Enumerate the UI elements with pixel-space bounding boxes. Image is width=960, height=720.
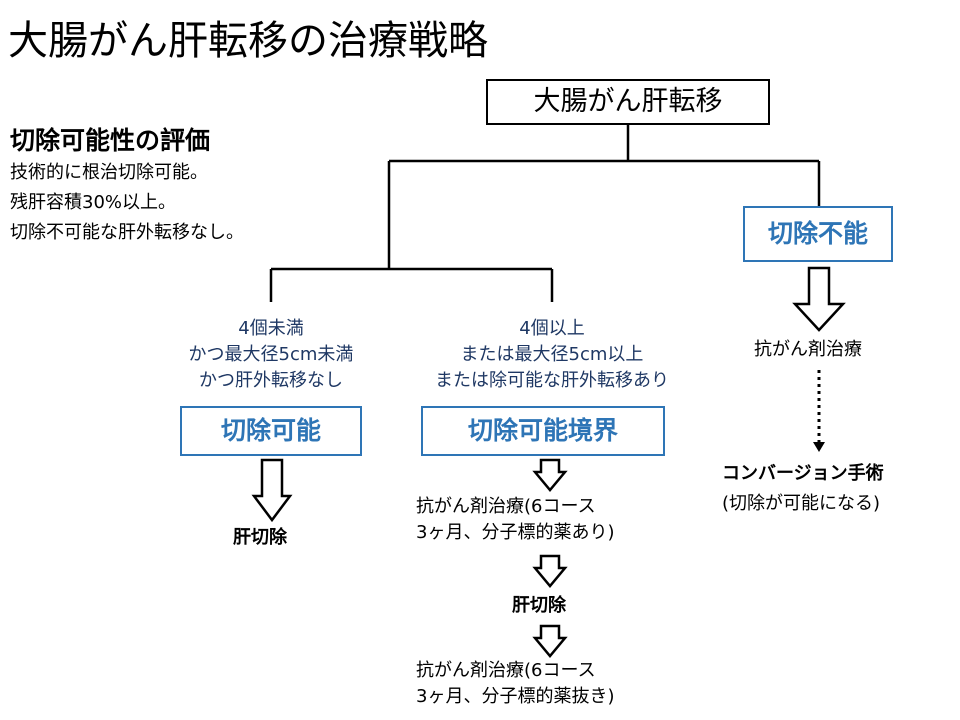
root-node-box: 大腸がん肝転移 [486,79,770,125]
right-step1-chemo: 抗がん剤治療 [754,339,862,360]
unresectable-box: 切除不能 [743,206,893,262]
middle-step3-line-2: 3ヶ月、分子標的薬抜き) [416,686,615,707]
right-down-arrow [792,266,846,332]
middle-down-arrow-2 [532,554,568,588]
left-condition-line-1: 4個未満 [238,318,304,339]
conversion-surgery-title: コンバージョン手術 [722,463,884,484]
criteria-line-1: 技術的に根治切除可能。 [10,162,208,183]
criteria-line-2: 残肝容積30%以上。 [10,192,177,213]
criteria-heading: 切除可能性の評価 [10,126,211,155]
middle-down-arrow-3 [532,624,568,658]
middle-step2-hepatectomy: 肝切除 [512,595,566,616]
conversion-surgery-sub: (切除が可能になる) [722,493,881,514]
left-condition: 4個未満 かつ最大径5cm未満 かつ肝外転移なし [151,316,391,394]
criteria-line-3: 切除不可能な肝外転移なし。 [10,222,244,243]
middle-condition-line-2: または最大径5cm以上 [460,344,644,365]
dotted-arrow-head [813,442,825,452]
left-condition-line-2: かつ最大径5cm未満 [188,344,354,365]
middle-step1-line-1: 抗がん剤治療(6コース [416,496,596,517]
left-result-hepatectomy: 肝切除 [233,527,287,548]
borderline-resectable-box: 切除可能境界 [421,406,665,456]
left-down-arrow [251,458,293,523]
middle-step1-line-2: 3ヶ月、分子標的薬あり) [416,522,615,543]
middle-condition: 4個以上 または最大径5cm以上 または除可能な肝外転移あり [392,316,712,394]
middle-condition-line-1: 4個以上 [519,318,585,339]
page-title: 大腸がん肝転移の治療戦略 [8,18,488,64]
middle-condition-line-3: または除可能な肝外転移あり [435,370,669,391]
middle-step3-line-1: 抗がん剤治療(6コース [416,660,596,681]
middle-step1: 抗がん剤治療(6コース 3ヶ月、分子標的薬あり) [416,494,614,546]
middle-step3: 抗がん剤治療(6コース 3ヶ月、分子標的薬抜き) [416,658,614,710]
middle-down-arrow-1 [532,458,568,492]
left-condition-line-3: かつ肝外転移なし [199,370,343,391]
resectable-box: 切除可能 [180,406,362,456]
